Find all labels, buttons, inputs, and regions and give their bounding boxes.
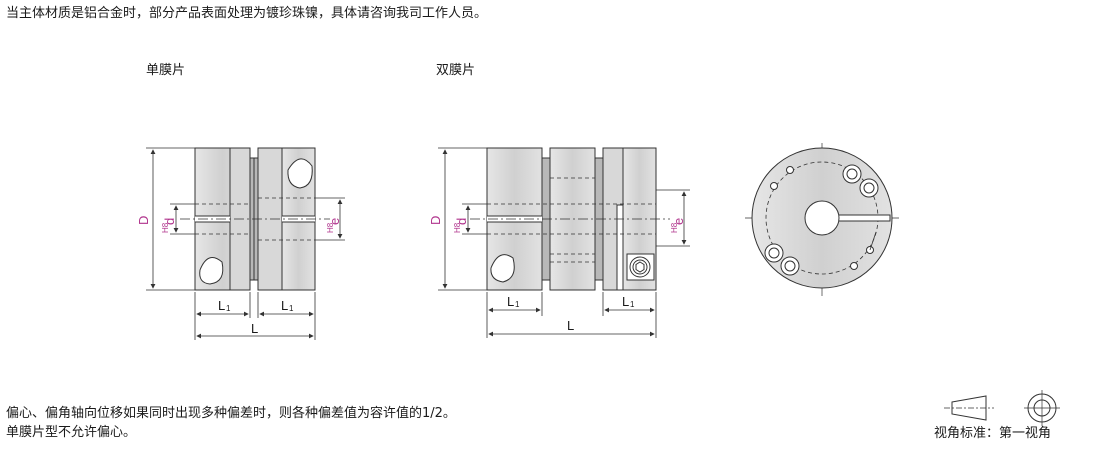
dim-D-single: D	[136, 216, 151, 225]
small-hole-2	[786, 166, 794, 174]
clamp-screw-hole-right	[287, 158, 313, 189]
double-diaphragm-drawing	[470, 147, 670, 291]
double-diaphragm-label: 双膜片	[436, 63, 476, 78]
single-dimensions	[146, 147, 345, 340]
dim-L1-left-sub-double: 1	[515, 300, 520, 309]
single-diaphragm-label: 单膜片	[146, 63, 186, 78]
double-dimensions	[438, 147, 690, 338]
dim-D-double: D	[428, 216, 443, 225]
single-type-note: 单膜片型不允许偏心。	[6, 425, 137, 440]
dim-L1-left-sub-single: 1	[226, 304, 231, 313]
single-diaphragm-drawing	[180, 147, 330, 291]
dim-e-single: e	[327, 218, 342, 225]
dim-d-tolerance-double: H8	[453, 222, 462, 233]
dim-L1-left-single: L	[218, 298, 225, 313]
dim-L-double: L	[567, 318, 574, 333]
projection-standard-label: 视角标准：第一视角	[934, 426, 1052, 441]
dim-e-tolerance-double: H8	[670, 222, 679, 233]
dim-L1-right-single: L	[281, 298, 288, 313]
top-note: 当主体材质是铝合金时，部分产品表面处理为镀珍珠镍，具体请咨询我司工作人员。	[6, 6, 488, 21]
dim-L1-left-double: L	[507, 294, 514, 309]
dim-L1-right-double: L	[622, 294, 629, 309]
dim-e-tolerance-single: H8	[326, 222, 335, 233]
clamp-screw-hole-double	[490, 254, 515, 283]
tolerance-note: 偏心、偏角轴向位移如果同时出现多种偏差时，则各种偏差值为容许值的1/2。	[6, 406, 456, 421]
dim-d-single: d	[162, 218, 177, 225]
dim-L1-right-sub-single: 1	[289, 304, 294, 313]
clamp-screw-hole-left	[199, 257, 224, 285]
dim-e-double: e	[671, 218, 686, 225]
bore	[804, 200, 840, 236]
clamp-slot-double	[616, 204, 624, 291]
small-hole-3	[850, 262, 858, 270]
dim-d-tolerance-single: H8	[161, 222, 170, 233]
small-hole-1	[770, 182, 778, 190]
dim-L-single: L	[251, 321, 258, 336]
dim-L1-right-sub-double: 1	[630, 300, 635, 309]
clamp-slit-end	[835, 214, 891, 222]
end-view-drawing	[745, 143, 900, 296]
dim-d-double: d	[454, 218, 469, 225]
first-angle-projection-symbol	[944, 390, 1060, 426]
projection-cone-icon	[951, 395, 987, 421]
